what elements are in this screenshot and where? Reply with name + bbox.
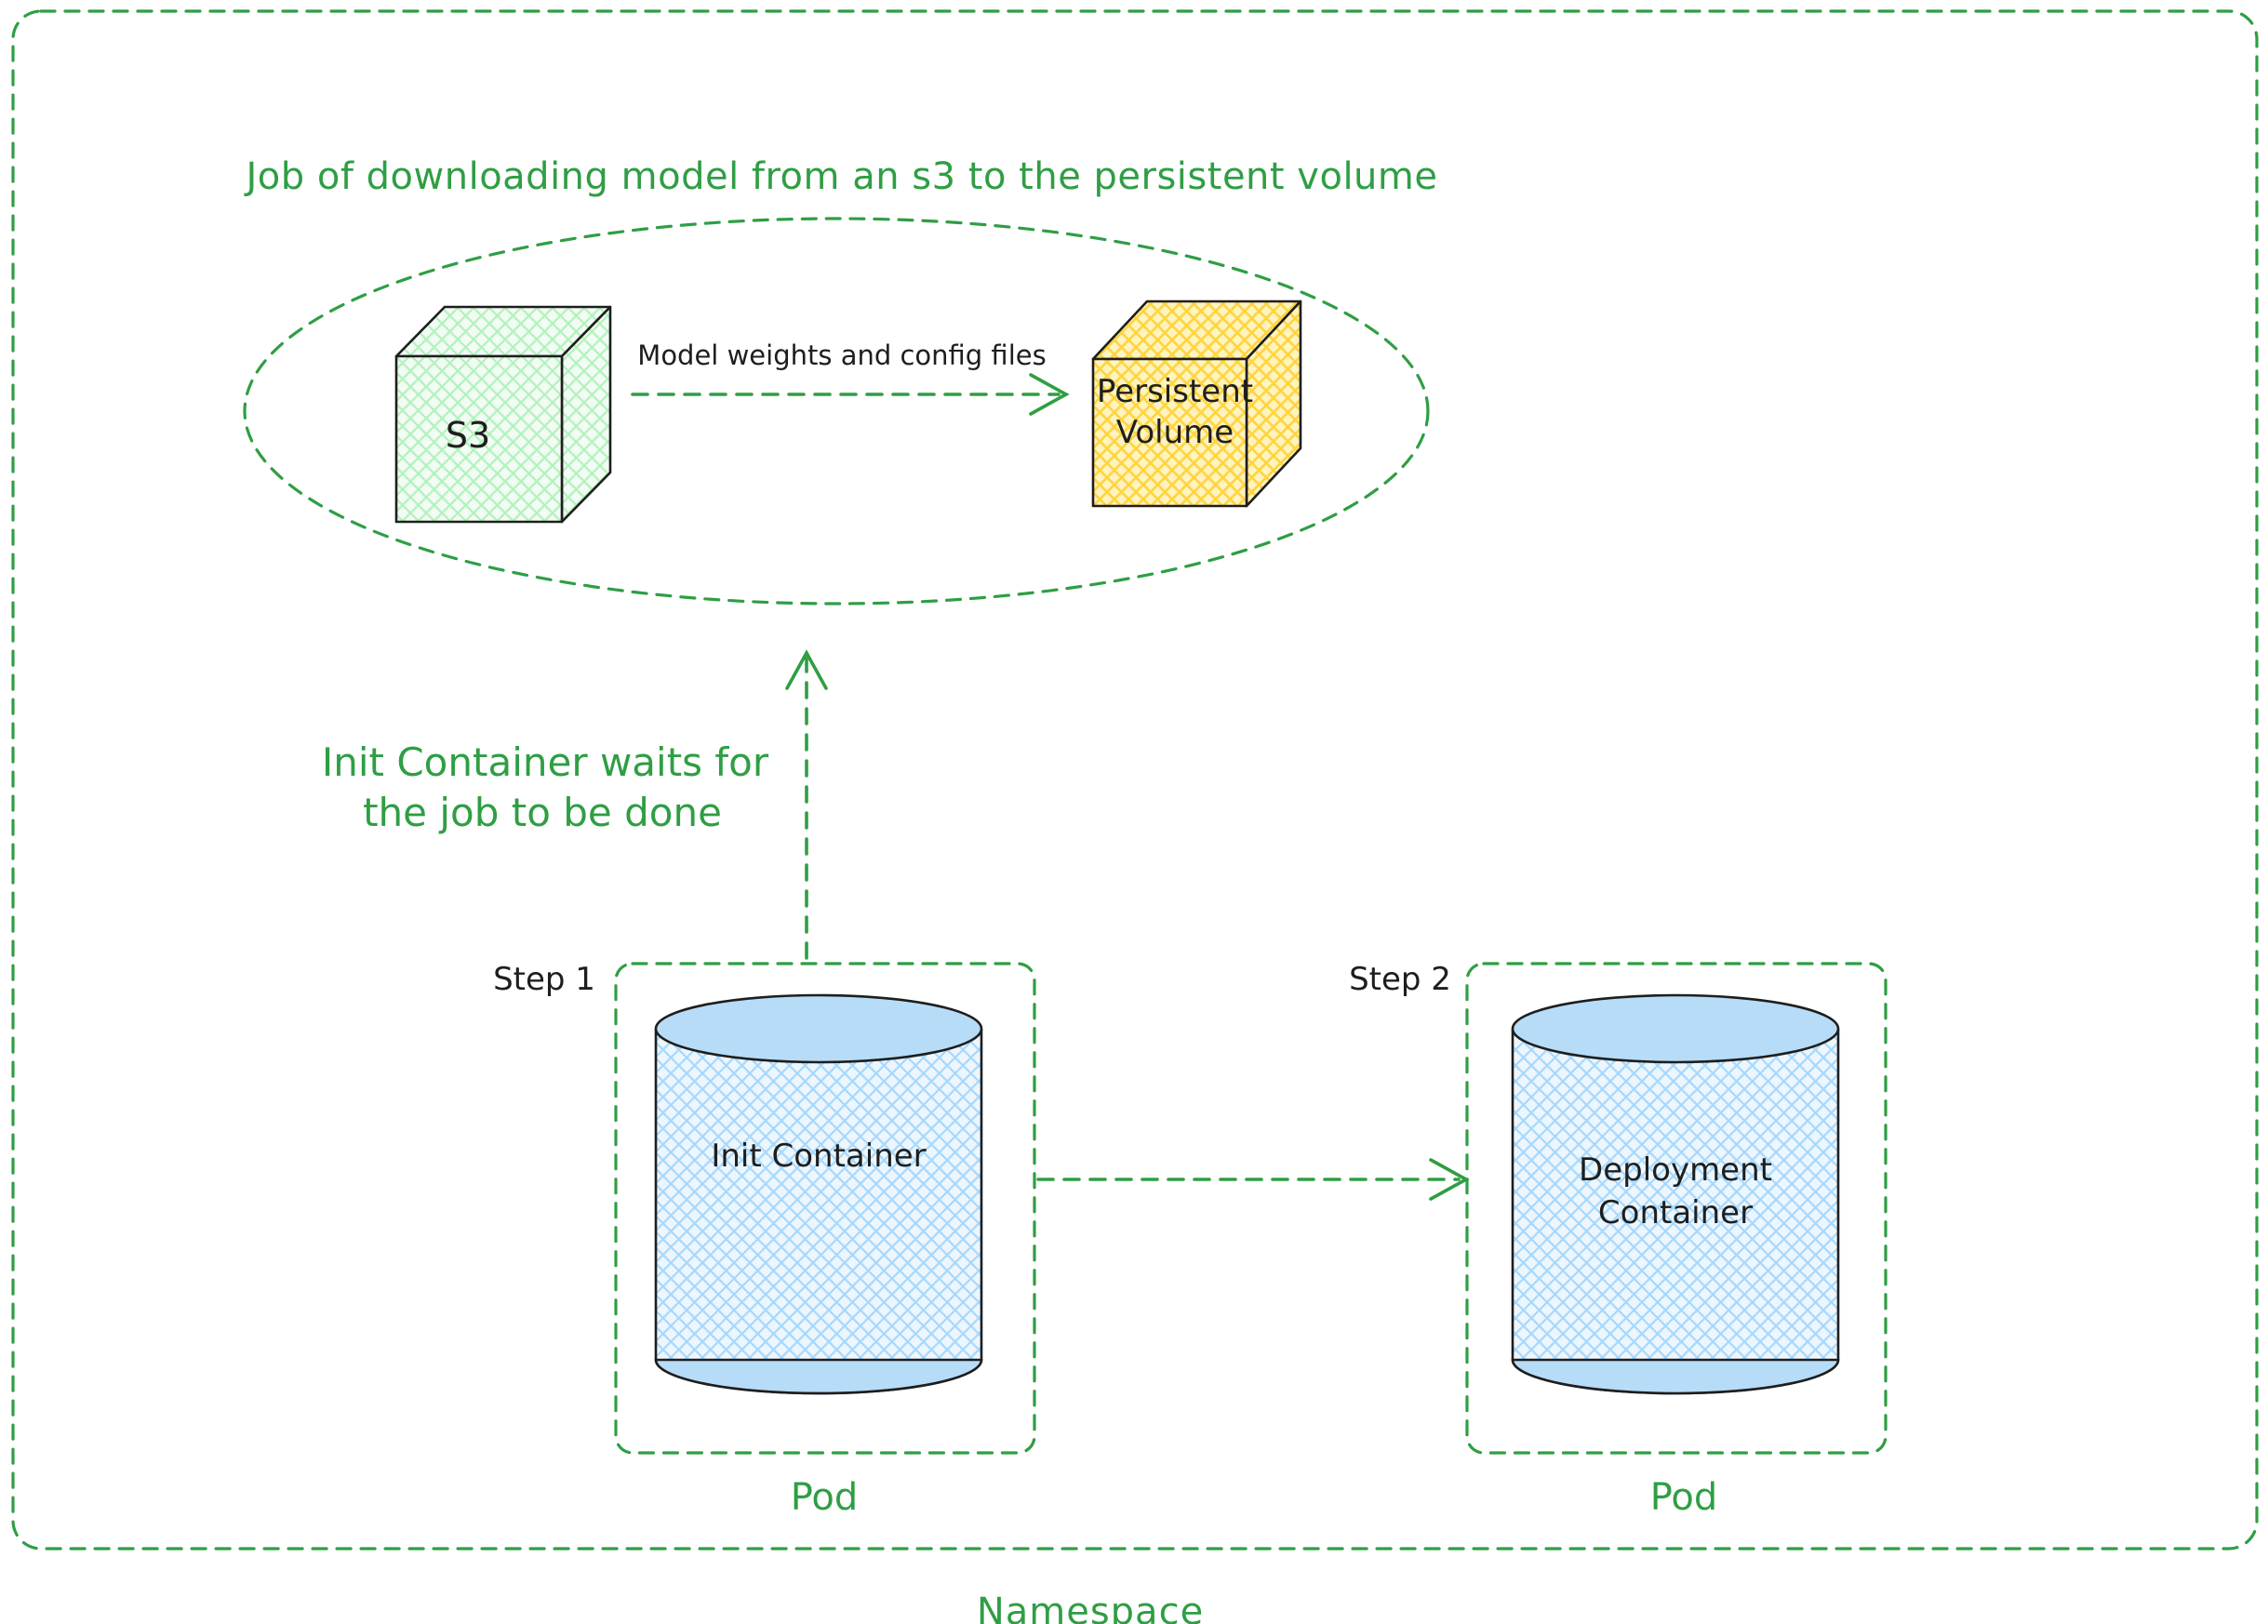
deployment-container-label-line1: Deployment	[1579, 1151, 1772, 1189]
pv-label-line2: Volume	[1115, 414, 1234, 451]
init-container-cylinder-body	[654, 1029, 983, 1395]
arrow-s3-to-pv-label: Model weights and config files	[637, 339, 1047, 371]
job-group-title: Job of downloading model from an s3 to t…	[246, 155, 1438, 198]
arrow-step1-to-step2	[1036, 1158, 1470, 1201]
init-container-cylinder-bottom	[654, 1358, 983, 1395]
arrow-pod-to-job-head	[785, 649, 828, 690]
pod1-boundary	[614, 962, 1036, 1455]
namespace-label: Namespace	[976, 1591, 1205, 1624]
arrow-s3-to-pv	[631, 373, 1070, 416]
step2-label: Step 2	[1349, 961, 1451, 998]
deployment-container-cylinder-top	[1511, 993, 1840, 1064]
init-container-cylinder	[654, 993, 983, 1395]
persistent-volume-cube	[1091, 300, 1302, 508]
init-container-label: Init Container	[711, 1138, 927, 1175]
init-container-cylinder-top	[654, 993, 983, 1064]
deployment-container-label-line2: Container	[1597, 1194, 1754, 1231]
deployment-container-cylinder-bottom	[1511, 1358, 1840, 1395]
wait-note-line2: the job to be done	[363, 790, 722, 835]
wait-note-line1: Init Container waits for	[321, 739, 769, 785]
arrow-pod-to-job	[785, 649, 828, 960]
pod2-label: Pod	[1649, 1476, 1718, 1519]
namespace-boundary	[11, 9, 2259, 1551]
job-group-ellipse	[243, 217, 1430, 606]
s3-cube	[394, 305, 612, 524]
pod2-boundary	[1465, 962, 1888, 1455]
s3-cube-front-face	[394, 354, 564, 524]
s3-label: S3	[445, 415, 491, 456]
pod1-label: Pod	[790, 1476, 859, 1519]
pv-cube-front-face	[1091, 357, 1248, 508]
deployment-container-cylinder	[1511, 993, 1840, 1395]
arrow-s3-to-pv-head	[1029, 373, 1070, 416]
pv-label-line1: Persistent	[1096, 373, 1254, 410]
step1-label: Step 1	[493, 961, 595, 998]
